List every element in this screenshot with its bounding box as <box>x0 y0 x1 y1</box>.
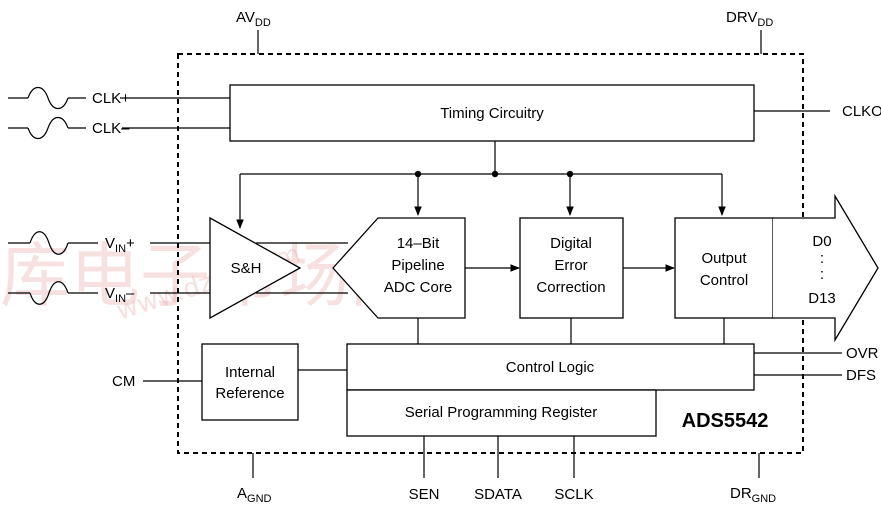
sclk-label: SCLK <box>554 486 593 503</box>
clk-minus-sine-icon <box>27 116 69 140</box>
bus-dots-1: : <box>820 250 824 267</box>
clk-plus-sine-icon <box>27 86 69 110</box>
serial-programming-register-block <box>346 389 657 437</box>
drvdd-label: DRVDD <box>726 9 773 29</box>
ovr-label: OVR <box>846 345 879 362</box>
output-control-label-line1: Output <box>701 250 747 267</box>
clkout-label: CLKOUT <box>842 103 881 120</box>
junction-dot <box>491 170 499 178</box>
chip-name: ADS5542 <box>682 410 769 432</box>
dec-label-line1: Digital <box>550 235 592 252</box>
agnd-label: AGND <box>237 485 272 505</box>
sample-hold-amplifier <box>209 216 302 320</box>
avdd-label: AVDD <box>236 9 271 29</box>
control-logic-label: Control Logic <box>506 359 595 376</box>
sen-label: SEN <box>409 486 440 503</box>
data-output-bus-arrow <box>773 193 879 343</box>
dec-label-line2: Error <box>554 257 587 274</box>
clk-plus-label: CLK+ <box>92 90 130 107</box>
vin-minus-label: VIN– <box>105 285 135 305</box>
adc-core-label-line1: 14–Bit <box>397 235 440 252</box>
adc-core-label-line3: ADC Core <box>384 279 452 296</box>
output-control-label-line2: Control <box>700 272 748 289</box>
internal-reference-label-line1: Internal <box>225 364 275 381</box>
sdata-label: SDATA <box>474 486 522 503</box>
cm-label: CM <box>112 373 135 390</box>
digital-error-correction-block <box>519 217 624 319</box>
clk-minus-label: CLK– <box>92 120 130 137</box>
drgnd-label: DRGND <box>730 485 776 505</box>
vin-minus-sine-icon <box>29 281 69 305</box>
adc-core-label-line2: Pipeline <box>391 257 444 274</box>
dec-label-line3: Correction <box>536 279 605 296</box>
bus-label-d0: D0 <box>812 233 831 250</box>
bus-dots-2: : <box>820 266 824 283</box>
bus-label-d13: D13 <box>808 290 836 307</box>
dfs-label: DFS <box>846 367 876 384</box>
internal-reference-label-line2: Reference <box>215 385 284 402</box>
control-logic-block <box>346 343 755 391</box>
output-control-block <box>674 217 774 319</box>
serial-programming-register-label: Serial Programming Register <box>405 404 598 421</box>
timing-circuitry-label: Timing Circuitry <box>440 105 544 122</box>
vin-plus-label: VIN+ <box>105 235 135 255</box>
vin-plus-sine-icon <box>29 231 69 255</box>
internal-reference-block <box>201 343 299 421</box>
timing-circuitry-block <box>229 84 755 142</box>
chip-boundary <box>177 53 804 454</box>
sample-hold-label: S&H <box>231 260 262 277</box>
